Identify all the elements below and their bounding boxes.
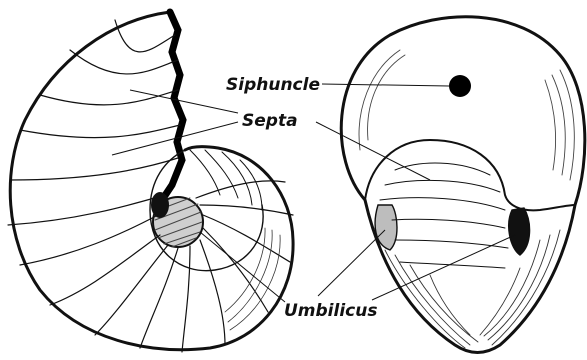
siphuncle-label: Siphuncle bbox=[226, 75, 320, 95]
leader-lines bbox=[112, 84, 515, 302]
siphuncle-leader bbox=[322, 84, 449, 86]
aperture-opening bbox=[365, 140, 575, 210]
front-outline bbox=[341, 17, 585, 353]
shell-front-view bbox=[341, 17, 585, 353]
siphuncle-dot bbox=[449, 75, 471, 97]
septa-leader-1 bbox=[130, 90, 238, 113]
septa-leader-2 bbox=[112, 122, 238, 155]
umbilicus-leader-2 bbox=[318, 230, 385, 296]
septa-leader-3 bbox=[316, 122, 430, 180]
umbilicus-right-side bbox=[509, 208, 530, 255]
outer-whorl-outline bbox=[10, 12, 293, 350]
septa-label: Septa bbox=[242, 111, 298, 131]
shell-side-view bbox=[8, 12, 293, 352]
umbilicus-label: Umbilicus bbox=[284, 301, 377, 321]
aperture-edge bbox=[162, 12, 183, 200]
